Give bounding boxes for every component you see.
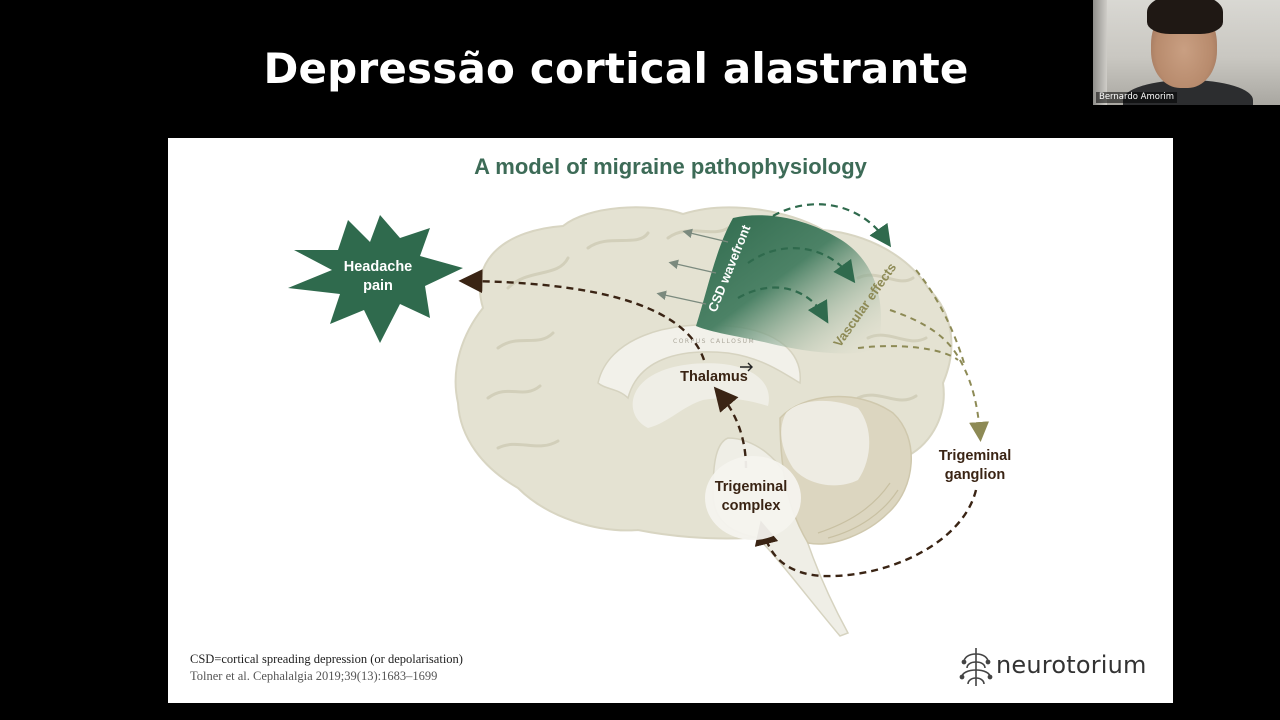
corpus-callosum-label: CORPUS CALLOSUM <box>673 338 755 345</box>
citation: Tolner et al. Cephalalgia 2019;39(13):16… <box>190 669 438 683</box>
slide-figure: A model of migraine pathophysiology <box>168 138 1173 703</box>
webcam-thumbnail[interactable]: Bernardo Amorim <box>1093 0 1280 105</box>
arrow-thalamus-to-headache <box>458 269 706 361</box>
footnote: CSD=cortical spreading depression (or de… <box>190 652 463 666</box>
trigeminal-complex-area <box>705 456 801 540</box>
neurotorium-logo[interactable]: neurotorium <box>958 646 1158 690</box>
migraine-diagram: CORPUS CALLOSUM CSD wavefront Vascular e… <box>288 203 1012 637</box>
headache-label-line1: Headache <box>344 259 413 275</box>
webcam-person-hair <box>1147 0 1223 34</box>
mouse-cursor-icon <box>740 362 753 372</box>
figure-title: A model of migraine pathophysiology <box>474 154 867 179</box>
headache-star-icon <box>288 215 463 343</box>
trigeminal-ganglion-label-line1: Trigeminal <box>939 448 1012 464</box>
csd-wavefront-region <box>696 215 882 354</box>
inner-brain-region <box>632 363 769 428</box>
corpus-callosum <box>597 324 801 400</box>
slide-title: Depressão cortical alastrante <box>263 44 969 93</box>
trigeminal-ganglion-label-line2: ganglion <box>945 467 1005 483</box>
trigeminal-complex-label-line2: complex <box>722 498 781 514</box>
neurotorium-logo-icon <box>959 648 993 686</box>
webcam-window <box>1093 0 1107 105</box>
arrow-trigeminal-to-thalamus <box>713 386 748 469</box>
participant-name: Bernardo Amorim <box>1096 92 1178 103</box>
arrow-ganglion-to-trigeminal <box>754 489 978 578</box>
thalamus-label: Thalamus <box>680 369 748 385</box>
neurotorium-logo-text: neurotorium <box>996 651 1147 679</box>
trigeminal-complex-label-line1: Trigeminal <box>715 479 788 495</box>
headache-label-line2: pain <box>363 278 393 294</box>
